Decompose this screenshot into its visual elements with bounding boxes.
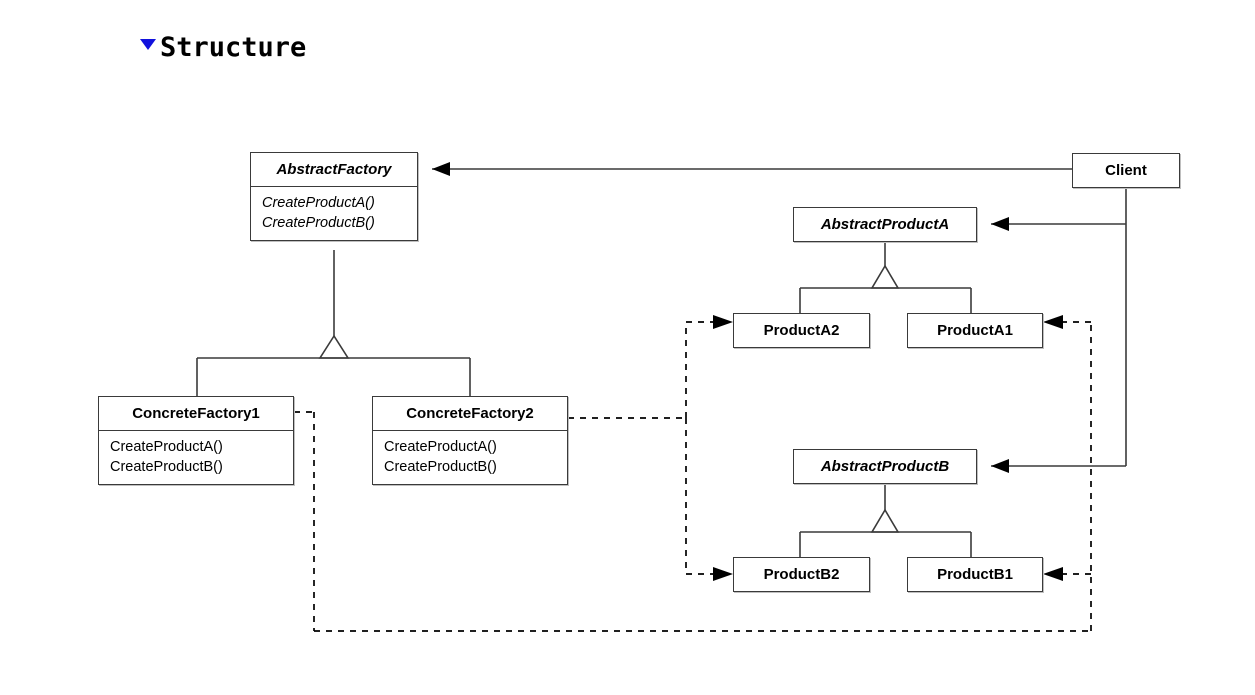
dependency-arrowheads: [713, 315, 1063, 581]
class-member: CreateProductA(): [384, 439, 497, 455]
class-name-concrete-factory-2: ConcreteFactory2: [406, 405, 534, 422]
class-name-abstract-product-a: AbstractProductA: [820, 216, 950, 233]
class-box-product-a-2[interactable]: ProductA2: [733, 313, 870, 348]
class-name-product-a-2: ProductA2: [763, 322, 840, 339]
edge-generalization-factories: [196, 250, 471, 396]
class-box-abstract-factory[interactable]: AbstractFactory CreateProductA() CreateP…: [250, 152, 418, 241]
class-members-abstract-factory: CreateProductA() CreateProductB(): [251, 187, 417, 240]
edge-client-to-abstractfactory: [432, 162, 1126, 176]
class-name-client: Client: [1105, 162, 1147, 179]
class-divider: [373, 430, 567, 431]
edge-client-to-abstractproducta: [991, 217, 1126, 231]
page-title: Structure: [160, 31, 307, 63]
class-box-product-b-1[interactable]: ProductB1: [907, 557, 1043, 592]
edge-generalization-productb: [799, 483, 972, 557]
triangle-down-icon[interactable]: [140, 38, 156, 50]
edge-dependency-concretefactory2: [568, 321, 716, 575]
class-box-abstract-product-a[interactable]: AbstractProductA: [793, 207, 977, 242]
class-member: CreateProductA(): [110, 439, 223, 455]
class-box-client[interactable]: Client: [1072, 153, 1180, 188]
class-name-product-b-2: ProductB2: [763, 566, 840, 583]
class-box-abstract-product-b[interactable]: AbstractProductB: [793, 449, 977, 484]
class-box-product-b-2[interactable]: ProductB2: [733, 557, 870, 592]
class-divider: [99, 430, 293, 431]
class-name-concrete-factory-1: ConcreteFactory1: [132, 405, 260, 422]
class-members-concrete-factory-1: CreateProductA() CreateProductB(): [99, 431, 293, 484]
class-members-concrete-factory-2: CreateProductA() CreateProductB(): [373, 431, 567, 484]
class-member: CreateProductB(): [262, 215, 375, 231]
class-box-product-a-1[interactable]: ProductA1: [907, 313, 1043, 348]
class-member: CreateProductB(): [110, 459, 223, 475]
section-heading[interactable]: Structure: [140, 30, 306, 64]
class-member: CreateProductB(): [384, 459, 497, 475]
class-box-concrete-factory-2[interactable]: ConcreteFactory2 CreateProductA() Create…: [372, 396, 568, 485]
class-name-product-b-1: ProductB1: [937, 566, 1013, 583]
class-name-abstract-product-b: AbstractProductB: [820, 458, 950, 475]
class-name-abstract-factory: AbstractFactory: [276, 161, 392, 178]
edge-generalization-producta: [799, 241, 972, 313]
class-divider: [251, 186, 417, 187]
class-box-concrete-factory-1[interactable]: ConcreteFactory1 CreateProductA() Create…: [98, 396, 294, 485]
edge-client-to-abstractproductb: [991, 459, 1126, 473]
class-name-product-a-1: ProductA1: [937, 322, 1013, 339]
class-member: CreateProductA(): [262, 195, 375, 211]
edge-dependency-concretefactory1: [294, 321, 1092, 632]
